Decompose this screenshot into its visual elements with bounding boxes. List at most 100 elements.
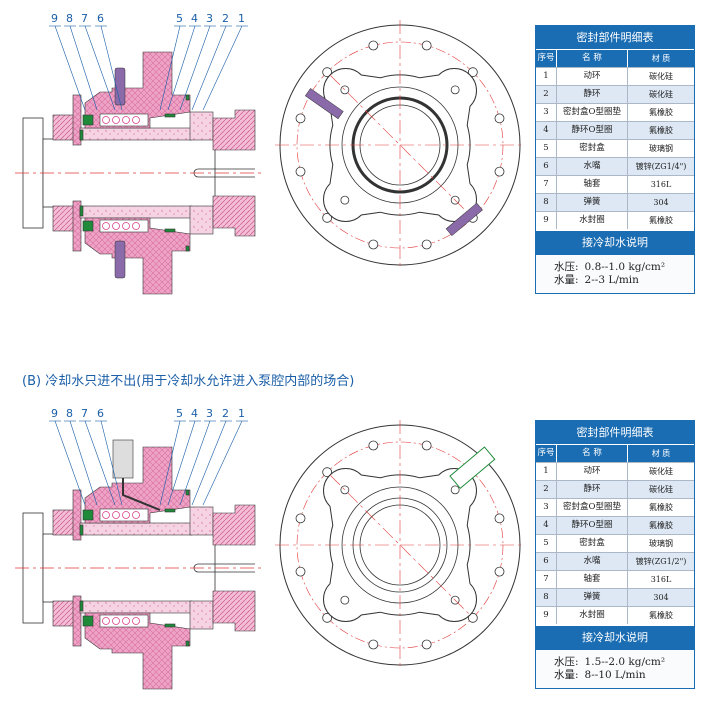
row-material: 碳化硅 — [649, 72, 673, 81]
callout-label: 2 — [222, 12, 229, 25]
seal-box-o-ring — [185, 640, 190, 647]
bolt-hole — [322, 212, 333, 223]
row-no: 6 — [536, 553, 557, 570]
row-name: 静环 — [557, 86, 628, 103]
row-material: 氟橡胶 — [649, 126, 673, 135]
bolt-hole — [295, 166, 306, 177]
o-ring — [79, 600, 84, 612]
bolt-hole — [322, 67, 333, 78]
callout-leader — [191, 25, 227, 111]
static-ring-o-ring — [164, 623, 176, 628]
water-nipple — [114, 240, 126, 279]
bolt-hole — [421, 40, 432, 51]
shaft-sleeve — [79, 127, 193, 141]
water-seal-ring — [82, 220, 94, 232]
bolt-hole — [467, 67, 478, 78]
row-no: 3 — [536, 104, 557, 121]
gland-bolt-hole — [450, 485, 460, 495]
water-channel — [122, 478, 161, 511]
shaft-sleeve — [79, 522, 193, 536]
header-no: 序号 — [536, 50, 557, 67]
bolt-hole — [421, 639, 432, 650]
o-ring — [79, 205, 84, 217]
callout-label: 8 — [66, 12, 73, 25]
row-name: 弹簧 — [557, 589, 628, 606]
bolt-hole — [295, 513, 306, 524]
rotating-ring — [189, 506, 214, 536]
bolt-hole — [494, 513, 505, 524]
row-material: 氟橡胶 — [649, 521, 673, 530]
bolt-hole — [368, 40, 379, 51]
row-material: 316L — [650, 575, 672, 584]
row-material: 氟橡胶 — [649, 503, 673, 512]
callout-label: 3 — [206, 12, 213, 25]
spring-coil — [132, 511, 140, 519]
pressure-label: 水压: — [554, 656, 579, 668]
spring-coil — [132, 116, 140, 124]
table-header-row: 序号 名 称 材 质 — [536, 444, 694, 462]
row-name: 水封圈 — [557, 607, 628, 624]
row-name: 动环 — [557, 68, 628, 85]
callout-leader — [69, 420, 98, 506]
left-ring — [52, 205, 76, 232]
shaft-sleeve — [79, 205, 193, 219]
spring-coil — [112, 511, 120, 519]
flow-label: 水量: — [554, 274, 579, 286]
section-b-caption: (B) 冷却水只进不出(用于冷却水允许进入泵腔内部的场合) — [22, 374, 355, 389]
callout-leader — [167, 25, 196, 111]
row-material: 碳化硅 — [649, 467, 673, 476]
callout-leader — [54, 420, 86, 506]
row-name: 水嘴 — [557, 553, 628, 570]
row-name: 密封盒O型圈垫 — [557, 104, 628, 121]
callout-label: 1 — [238, 407, 245, 420]
seal-housing — [84, 217, 191, 295]
callout-label: 4 — [191, 12, 198, 25]
spring-coil — [112, 222, 120, 230]
seal-box-o-ring — [185, 94, 190, 101]
spring-coil — [102, 222, 110, 230]
callout-leader — [159, 25, 181, 111]
callout-label: 3 — [206, 407, 213, 420]
row-no: 8 — [536, 589, 557, 606]
face-view-b — [275, 420, 525, 670]
row-no: 9 — [536, 607, 557, 624]
table-header-row: 序号 名 称 材 质 — [536, 49, 694, 67]
water-info: 水压:1.5--2.0 kg/cm² 水量:8--10 L/min — [536, 650, 694, 688]
centerline-diag — [329, 474, 471, 616]
row-name: 密封盒 — [557, 140, 628, 157]
callout-label: 9 — [51, 12, 58, 25]
header-material: 材 质 — [651, 449, 671, 458]
o-ring — [79, 524, 84, 536]
water-seal-ring — [82, 509, 94, 521]
water-info: 水压:0.8--1.0 kg/cm² 水量:2--3 L/min — [536, 255, 694, 293]
gland-bolt-hole — [340, 195, 350, 205]
row-name: 密封盒O型圈垫 — [557, 499, 628, 516]
gland-plate — [72, 94, 82, 146]
row-name: 静环O型圈 — [557, 122, 628, 139]
callout-label: 6 — [97, 407, 104, 420]
face-view-a — [275, 20, 525, 270]
gland-plate — [72, 489, 82, 541]
bolt-hole — [322, 612, 333, 623]
centerline-diag — [329, 74, 471, 216]
header-name: 名 称 — [557, 50, 628, 67]
row-material: 镀锌(ZG1/4") — [635, 162, 687, 171]
row-name: 水嘴 — [557, 158, 628, 175]
bolt-hole — [494, 113, 505, 124]
header-no: 序号 — [536, 445, 557, 462]
callout-label: 6 — [97, 12, 104, 25]
spring-coil — [132, 617, 140, 625]
